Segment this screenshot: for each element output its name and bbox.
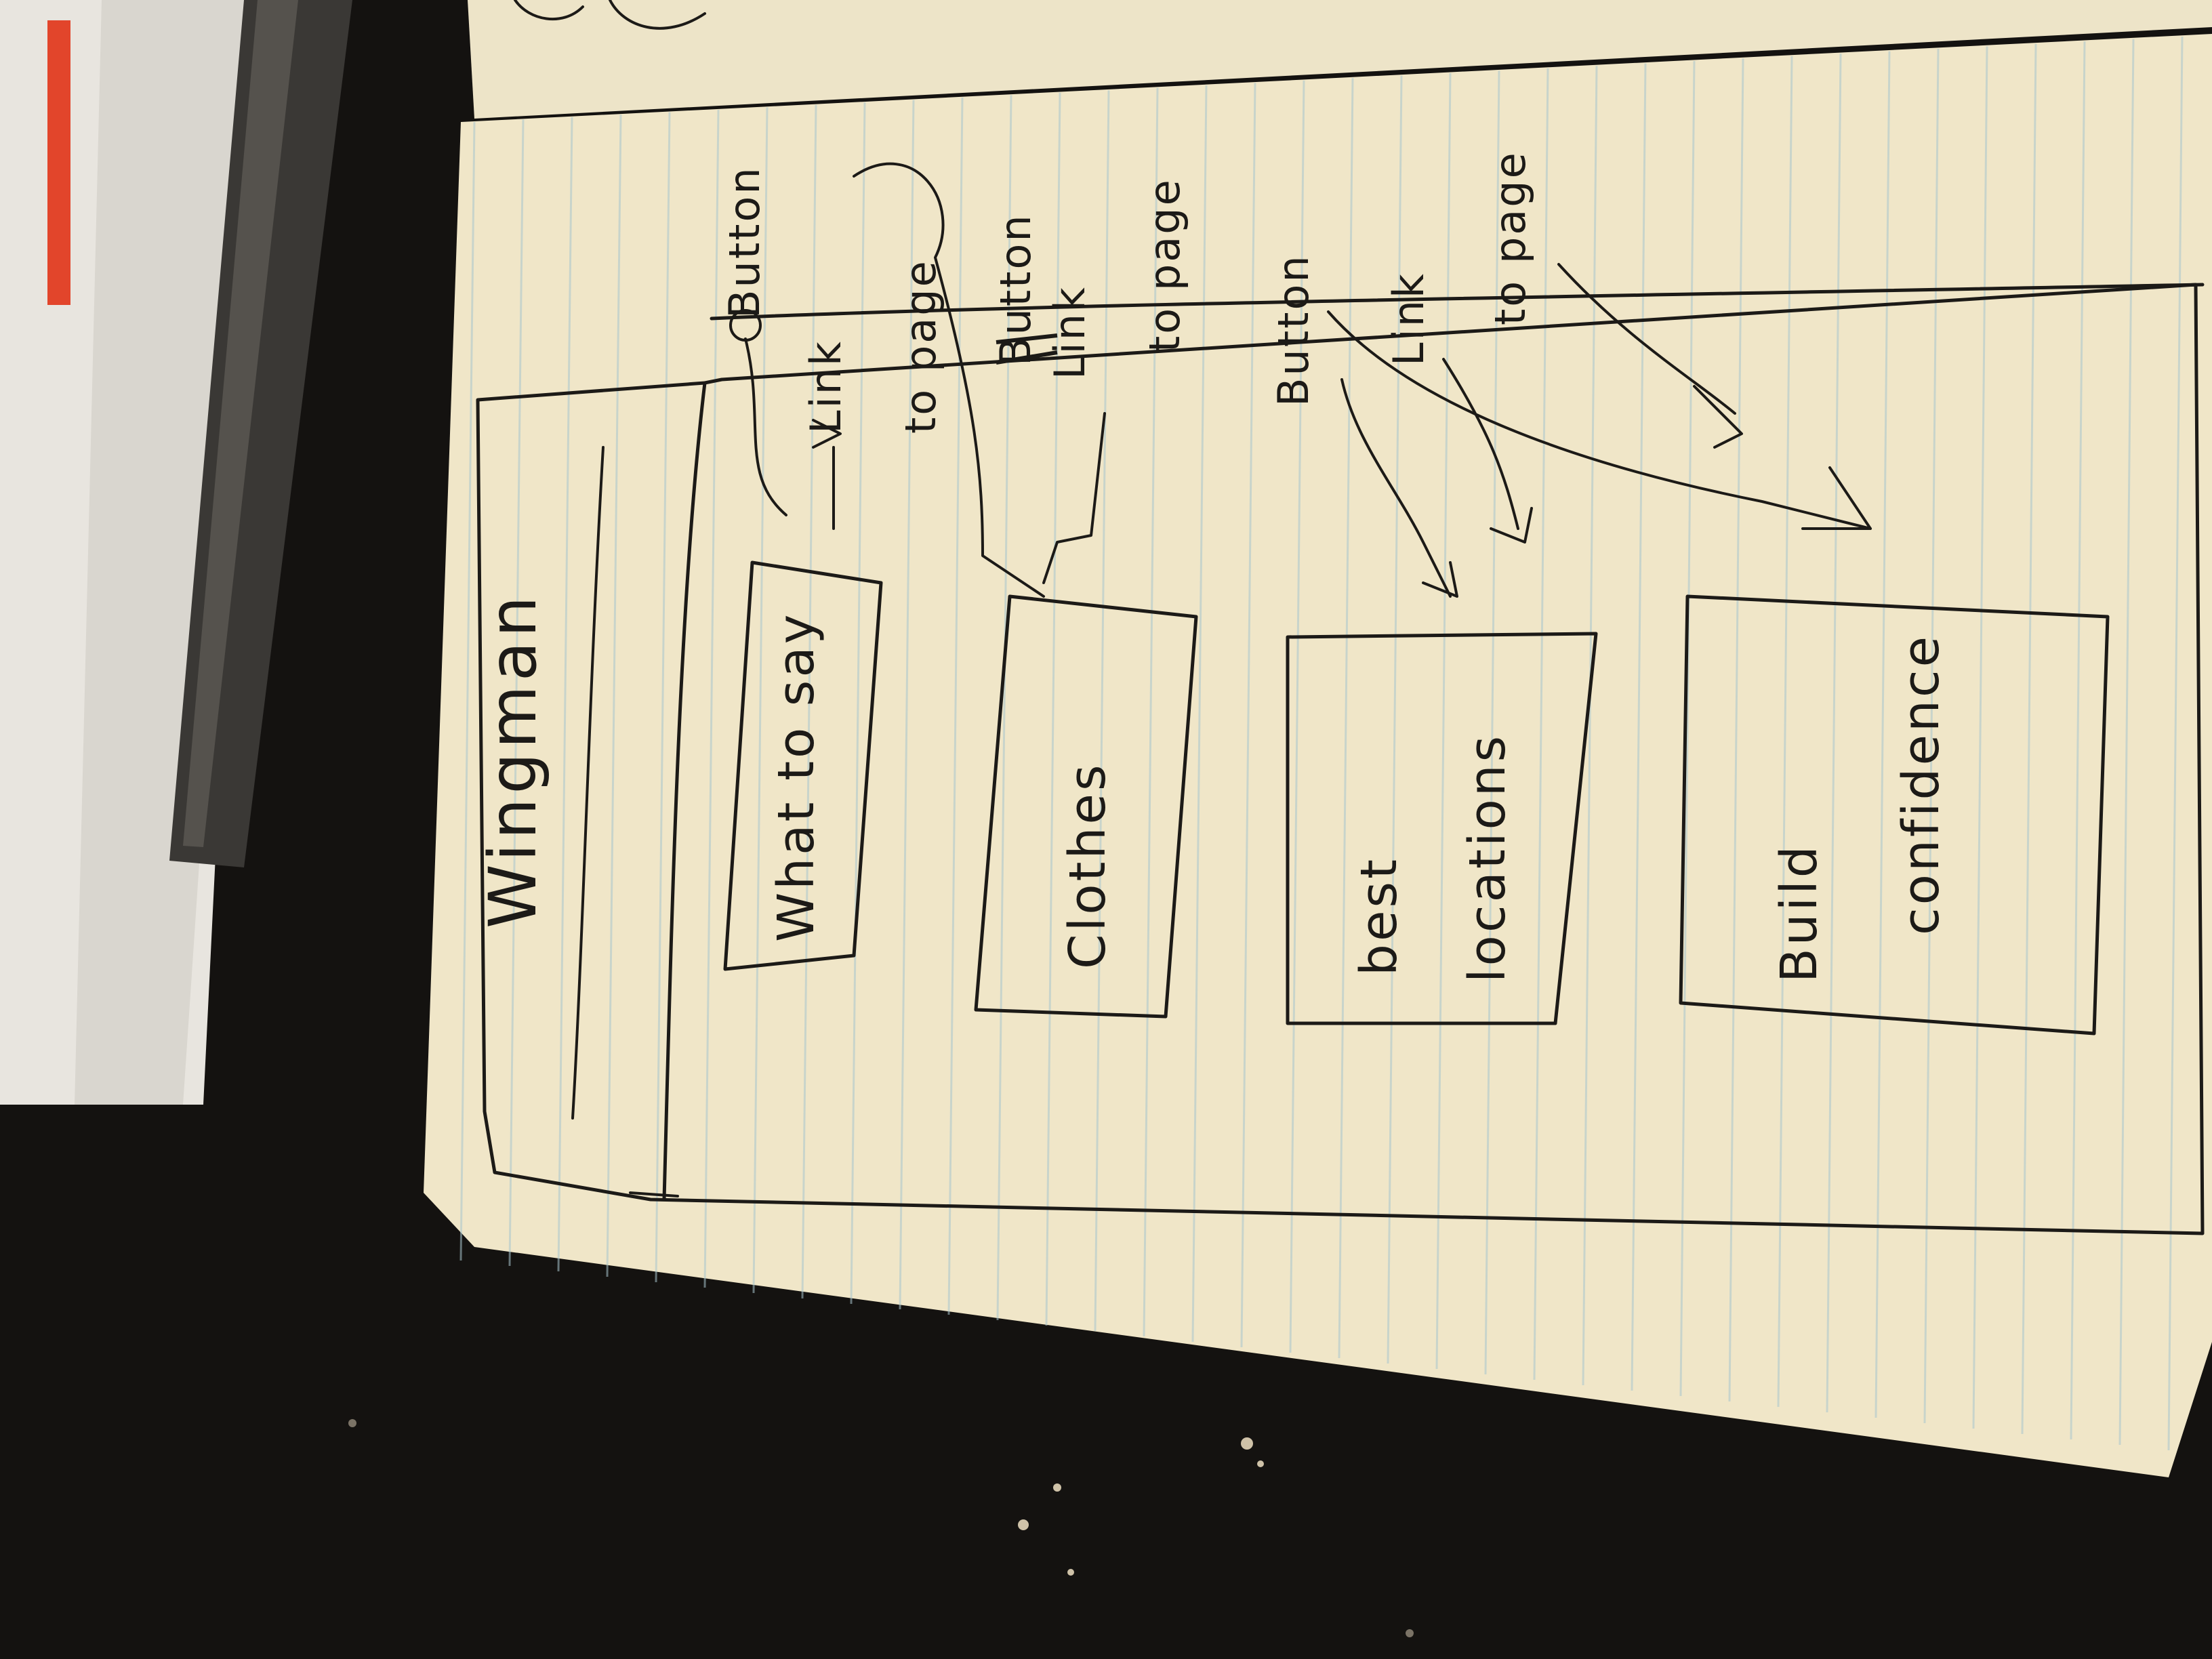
rule-line	[1826, 54, 1842, 1413]
annotation-group-3: Button Link to page	[1269, 150, 1872, 598]
book	[0, 0, 258, 1105]
arrow-to-what-to-say	[744, 337, 787, 516]
book-page-edges	[75, 0, 258, 1105]
rule-line	[1923, 48, 1940, 1424]
phone-frame	[476, 283, 2205, 1235]
rule-line	[1679, 60, 1696, 1397]
annotation-baseline	[710, 283, 2205, 321]
box-build-confidence[interactable]: Build confidence	[1679, 594, 2110, 1036]
rule-line	[1045, 92, 1061, 1326]
arrow-to-clothes	[1042, 412, 1106, 584]
rule-line	[1972, 46, 1988, 1429]
annotation-3-button: Button	[1269, 253, 1318, 407]
box-clothes-label: Clothes	[1059, 762, 1117, 970]
rule-line	[1094, 90, 1110, 1332]
rule-line	[752, 107, 769, 1294]
rule-line	[801, 104, 817, 1299]
box-best-locations[interactable]: best locations	[1286, 632, 1598, 1025]
box-build-confidence-line1: Build	[1770, 843, 1828, 983]
rule-line	[996, 95, 1012, 1321]
rule-line	[459, 121, 476, 1261]
annotation-3-link: Link	[1384, 272, 1433, 366]
box-best-locations-line1: best	[1350, 857, 1408, 976]
annotation-2-link: Link	[1045, 285, 1094, 380]
rule-line	[1143, 87, 1159, 1337]
rule-line	[899, 100, 915, 1310]
rule-line	[655, 112, 671, 1283]
box-clothes[interactable]: Clothes	[974, 594, 1198, 1019]
rule-line	[1387, 75, 1403, 1364]
strike-through	[996, 350, 1058, 365]
rule-line	[508, 119, 525, 1267]
rule-line	[1484, 70, 1500, 1375]
rule-line	[2021, 43, 2037, 1435]
rule-line	[850, 102, 866, 1305]
annotation-2-to-page: to page	[1140, 178, 1189, 352]
box-best-locations-line2: locations	[1458, 733, 1517, 983]
rule-line	[1533, 68, 1549, 1380]
rule-line	[1435, 73, 1452, 1370]
rule-line	[1582, 66, 1598, 1386]
arrow-to-build-confidence-2	[1557, 263, 1743, 449]
annotation-group-2: Button Link to page	[853, 162, 1189, 598]
annotation-1-link: Link	[801, 340, 851, 434]
rule-line	[947, 97, 964, 1315]
arrow-to-build-confidence-1	[1327, 310, 1872, 530]
rule-line	[557, 117, 573, 1272]
annotation-1-to-page: to page	[896, 259, 945, 434]
app-title: Wingman	[475, 592, 551, 928]
box-what-to-say-label: What to say	[767, 612, 825, 942]
annotation-1-button: Button	[720, 165, 769, 319]
header-inner-line	[571, 446, 605, 1120]
book-spine-print	[47, 20, 70, 305]
rule-line	[1240, 83, 1256, 1348]
annotation-3-to-page: to page	[1486, 150, 1535, 325]
rule-line	[1728, 58, 1744, 1402]
rule-line	[606, 115, 622, 1277]
notebook-page	[424, 34, 2212, 1477]
rule-line	[703, 109, 720, 1288]
rule-line	[1191, 85, 1208, 1343]
arrow-to-best-locations	[1340, 378, 1458, 598]
rule-line	[2167, 36, 2184, 1451]
rule-line	[2118, 39, 2135, 1446]
rule-line	[1338, 78, 1354, 1359]
rule-line	[1289, 80, 1305, 1353]
previous-page	[468, 0, 2212, 119]
annotation-group-1: Button Link to page	[720, 165, 945, 530]
rule-line	[1875, 51, 1891, 1418]
box-build-confidence-line2: confidence	[1892, 634, 1950, 935]
rule-line	[2070, 41, 2086, 1440]
box-what-to-say[interactable]: What to say	[723, 560, 883, 971]
table-specks	[348, 1419, 1414, 1637]
header-divider	[662, 381, 707, 1202]
rule-line	[1631, 63, 1647, 1391]
rule-line	[1777, 56, 1793, 1408]
ruled-lines	[459, 36, 2184, 1451]
pen	[169, 0, 352, 867]
